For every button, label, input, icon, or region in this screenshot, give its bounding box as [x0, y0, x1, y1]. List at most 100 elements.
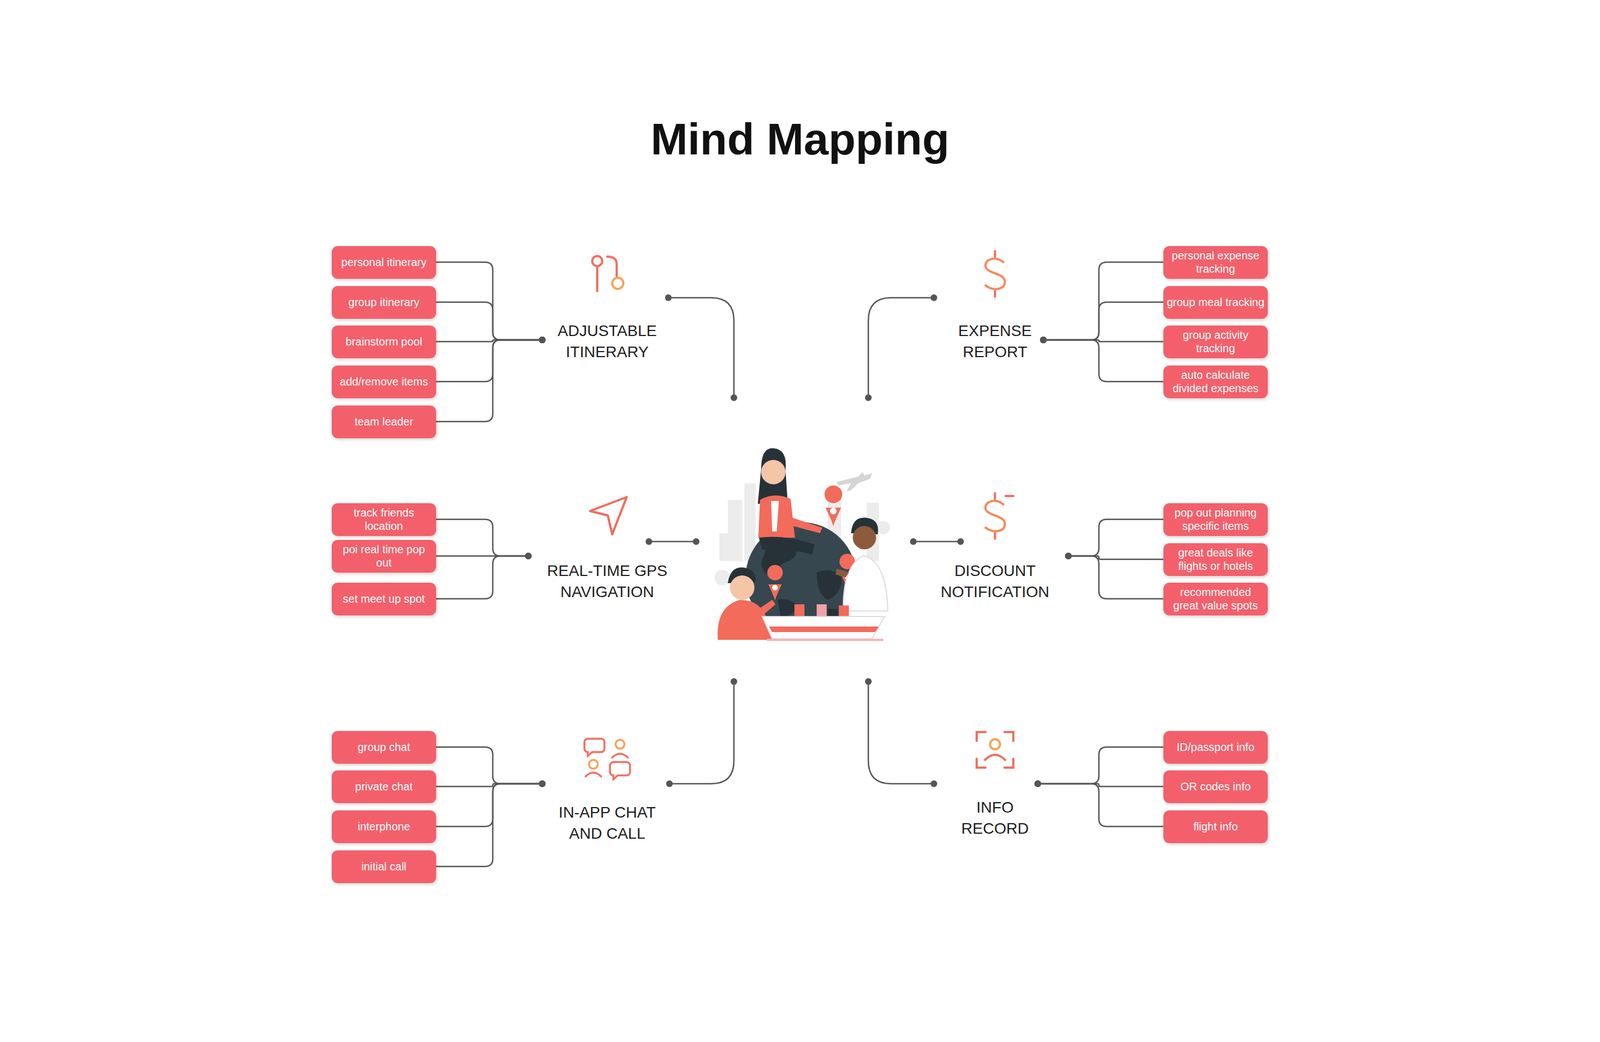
junction-dot — [538, 336, 546, 344]
pill-text: poi real time pop out — [335, 542, 433, 570]
feature-pill: group chat — [331, 731, 437, 764]
feature-pill: team leader — [331, 405, 437, 439]
junction-dot — [538, 336, 546, 344]
travel-illustration — [714, 448, 890, 642]
junction-dot — [538, 336, 546, 344]
feature-pill: group activity tracking — [1163, 325, 1268, 359]
branch-line — [436, 340, 544, 422]
pill-text: team leader — [354, 415, 414, 429]
branch-line — [436, 340, 544, 382]
category-label: REAL-TIME GPS NAVIGATION — [529, 527, 685, 603]
route-icon — [592, 256, 624, 292]
branch-line — [436, 262, 544, 340]
junction-dot — [538, 336, 546, 344]
scan-icon — [976, 732, 1014, 768]
category-text: IN-APP CHAT AND CALL — [543, 802, 672, 845]
branch-line — [436, 556, 530, 599]
branch-line — [1036, 783, 1164, 827]
category-label: IN-APP CHAT AND CALL — [543, 757, 672, 845]
center-spokes — [648, 297, 961, 784]
branch-line — [436, 783, 544, 827]
pill-text: add/remove items — [340, 375, 429, 389]
category-text: ADJUSTABLE ITINERARY — [543, 320, 672, 363]
junction-dot — [538, 780, 546, 788]
pill-text: group activity tracking — [1166, 328, 1265, 355]
junction-dot — [538, 780, 546, 788]
pill-text: brainstorm pool — [345, 335, 423, 349]
pill-text: set meet up spot — [342, 592, 425, 606]
junction-dot — [1040, 336, 1047, 344]
feature-pill: private chat — [331, 770, 437, 804]
junction-dot — [1065, 552, 1072, 560]
feature-pill: pop out planning specific items — [1163, 503, 1268, 537]
feature-pill: personal itinerary — [331, 246, 437, 279]
feature-pill: initial call — [331, 850, 437, 884]
feature-pill: flight info — [1163, 810, 1268, 844]
pill-text: ID/passport info — [1176, 740, 1255, 754]
junction-dot — [525, 552, 532, 560]
spoke-dots — [645, 294, 964, 788]
junction-dot — [1034, 780, 1042, 788]
feature-pill: ID/passport info — [1163, 731, 1268, 764]
junction-dot — [1040, 336, 1047, 344]
category-label: INFO RECORD — [953, 752, 1037, 840]
junction-dot — [525, 552, 532, 560]
pill-text: OR codes info — [1180, 780, 1252, 794]
feature-pill: brainstorm pool — [331, 325, 437, 359]
branch-line — [1042, 262, 1164, 340]
pill-text: auto calculate divided expenses — [1166, 368, 1265, 395]
navigation-icon — [590, 497, 627, 535]
junction-dot — [538, 780, 546, 788]
junction-dot — [1065, 552, 1072, 560]
category-text: REAL-TIME GPS NAVIGATION — [529, 560, 685, 603]
pill-text: initial call — [361, 860, 407, 874]
junction-dot — [1065, 552, 1072, 560]
title: Mind Mapping — [0, 113, 1600, 165]
pill-text: interphone — [357, 820, 411, 834]
junction-dot — [538, 336, 546, 344]
feature-pill: set meet up spot — [331, 582, 437, 616]
chat-icon — [584, 738, 630, 780]
pill-text: group meal tracking — [1166, 295, 1265, 309]
discount-icon — [985, 493, 1014, 539]
category-text: DISCOUNT NOTIFICATION — [922, 560, 1068, 603]
pill-text: track friends location — [335, 506, 433, 533]
branch-line — [436, 747, 544, 784]
pill-text: personal expense tracking — [1166, 248, 1265, 276]
branch-line — [1036, 747, 1164, 784]
junction-dot — [1040, 336, 1047, 344]
feature-pill: auto calculate divided expenses — [1163, 365, 1268, 399]
junction-dot — [538, 780, 546, 788]
feature-pill: great deals like flights or hotels — [1163, 543, 1268, 577]
pill-text: group chat — [357, 740, 411, 754]
feature-pill: track friends location — [331, 503, 437, 537]
pill-text: personal itinerary — [341, 255, 427, 269]
feature-pill: personal expense tracking — [1163, 246, 1268, 279]
branch-line — [1042, 340, 1164, 382]
feature-pill: poi real time pop out — [331, 540, 437, 573]
category-text: INFO RECORD — [953, 797, 1037, 840]
category-text: EXPENSE REPORT — [947, 320, 1043, 363]
dollar-icon — [985, 251, 1005, 297]
pill-text: group itinerary — [348, 295, 420, 309]
category-label: ADJUSTABLE ITINERARY — [543, 320, 672, 363]
junction-dot — [1040, 336, 1047, 344]
category-label: EXPENSE REPORT — [947, 320, 1043, 363]
junction-dot — [1034, 780, 1042, 788]
branch-line — [1067, 519, 1164, 557]
branch-line — [436, 302, 544, 340]
feature-pill: add/remove items — [331, 365, 437, 399]
branch-line — [1042, 302, 1164, 340]
feature-pill: group itinerary — [331, 286, 437, 319]
feature-pill: OR codes info — [1163, 770, 1268, 804]
branch-line — [1067, 556, 1164, 599]
junction-dot — [525, 552, 532, 560]
pill-text: recommended great value spots — [1166, 585, 1265, 613]
feature-pill: interphone — [331, 810, 437, 844]
category-label: DISCOUNT NOTIFICATION — [922, 527, 1068, 603]
pill-text: great deals like flights or hotels — [1166, 546, 1265, 573]
pill-text: flight info — [1193, 820, 1238, 834]
feature-pill: recommended great value spots — [1163, 582, 1268, 616]
pill-text: private chat — [355, 780, 413, 794]
